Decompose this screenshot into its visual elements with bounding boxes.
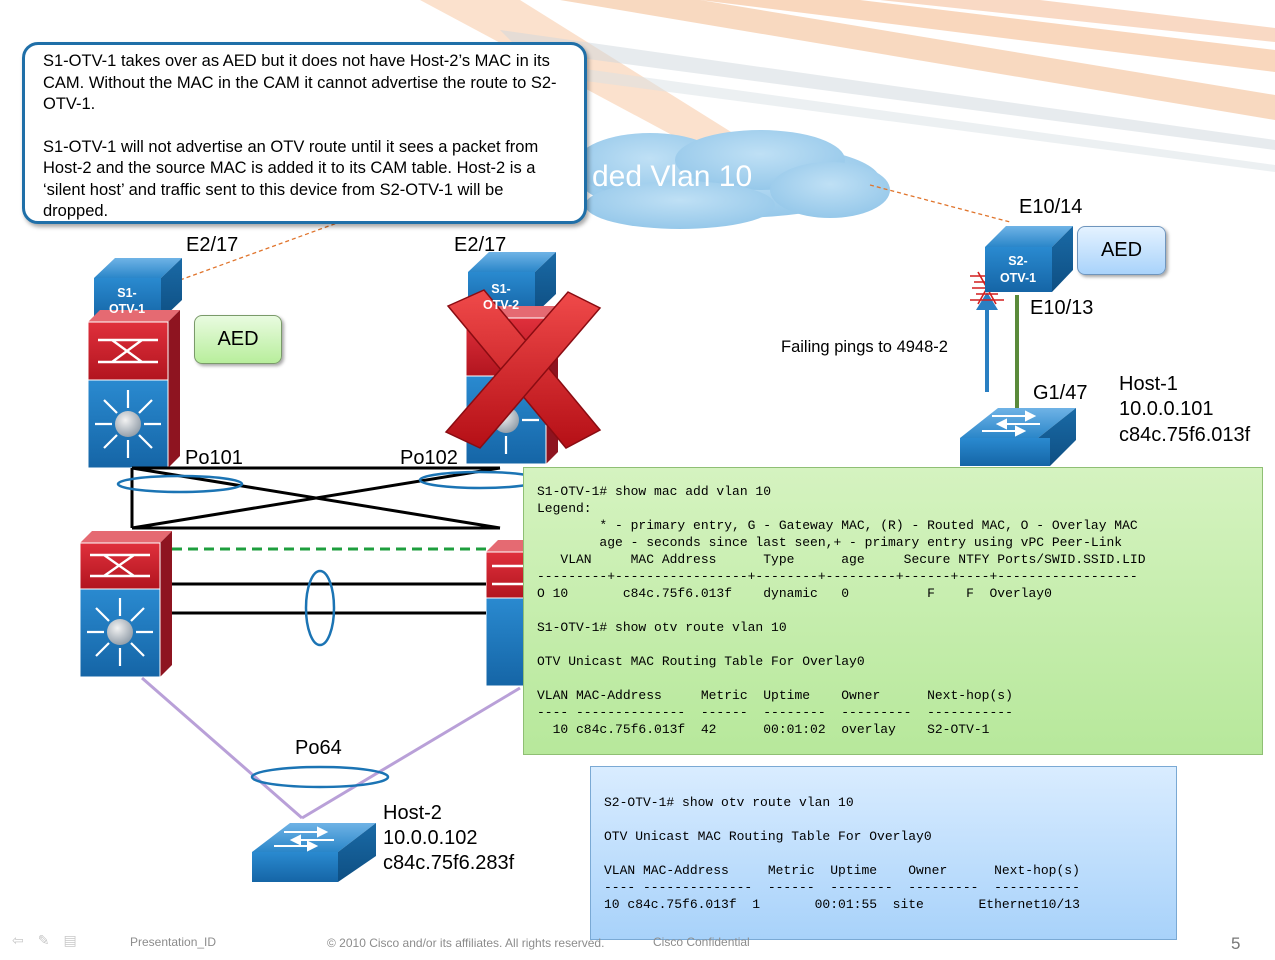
footer-copyright: © 2010 Cisco and/or its affiliates. All … <box>327 936 605 950</box>
vpc-peer-bundle <box>304 569 336 647</box>
interface-label-e10-14: E10/14 <box>1019 196 1083 218</box>
cli-line: S2-OTV-1# show otv route vlan 10 <box>604 795 854 810</box>
s2-otv1-label: S2-OTV-1 <box>1000 254 1036 285</box>
cli-line: ---------+-----------------+--------+---… <box>537 569 1138 584</box>
interface-label-e2-17-left: E2/17 <box>186 234 239 256</box>
port-channel-label-po102: Po102 <box>400 447 458 469</box>
cli-line: 10 c84c.75f6.013f 42 00:01:02 overlay S2… <box>537 722 990 737</box>
cli-line: Legend: <box>537 501 592 516</box>
cli-line: * - primary entry, G - Gateway MAC, (R) … <box>537 518 1138 533</box>
port-channel-label-po101: Po101 <box>185 447 243 469</box>
cli-line <box>537 670 1262 687</box>
cli-line: OTV Unicast MAC Routing Table For Overla… <box>537 654 865 669</box>
pen-icon[interactable]: ✎ <box>37 932 50 948</box>
host2-link-left <box>141 676 303 820</box>
host2-link-right <box>301 686 521 820</box>
host1-mac: c84c.75f6.013f <box>1119 424 1251 446</box>
overlay-cloud <box>575 130 890 229</box>
cli-line: 10 c84c.75f6.013f 1 00:01:55 site Ethern… <box>604 897 1080 912</box>
explanation-callout: S1-OTV-1 takes over as AED but it does n… <box>22 42 587 224</box>
port-channel-label-po64: Po64 <box>295 737 342 759</box>
cli-line: VLAN MAC-Address Metric Uptime Owner Nex… <box>604 863 1080 878</box>
cli-line: ---- -------------- ------ -------- ----… <box>604 880 1080 895</box>
failed-device-x-icon <box>444 289 602 449</box>
access-switch-2-icon <box>485 540 531 687</box>
po64-bundle <box>250 765 390 789</box>
cloud-label: ded Vlan 10 <box>592 160 753 193</box>
failing-ping-arrow <box>976 292 998 392</box>
cli-line: O 10 c84c.75f6.013f dynamic 0 F F Overla… <box>537 586 1052 601</box>
cli-line: S1-OTV-1# show otv route vlan 10 <box>537 620 787 635</box>
callout-paragraph-1: S1-OTV-1 takes over as AED but it does n… <box>43 52 557 113</box>
callout-paragraph-2: S1-OTV-1 will not advertise an OTV route… <box>43 137 539 221</box>
vpc-cross-links <box>130 466 501 530</box>
po101-bundle <box>116 474 244 494</box>
s2-otv1-router-icon <box>985 226 1073 292</box>
access-switch-1-icon <box>79 531 172 678</box>
cli-line: OTV Unicast MAC Routing Table For Overla… <box>604 829 932 844</box>
cli-line: VLAN MAC Address Type age Secure NTFY Po… <box>537 552 1146 567</box>
cli-line <box>537 602 1262 619</box>
cli-line <box>537 636 1262 653</box>
s1-otv2-label: S1-OTV-2 <box>483 282 519 312</box>
interface-label-g1-47: G1/47 <box>1033 382 1088 404</box>
cli-line: age - seconds since last seen,+ - primar… <box>537 535 1123 550</box>
po102-bundle <box>418 470 542 490</box>
cli-line <box>604 811 1176 828</box>
footer-confidential: Cisco Confidential <box>653 935 750 949</box>
s2-otv1-cli-output: S2-OTV-1# show otv route vlan 10 OTV Unic… <box>590 766 1177 940</box>
interface-label-e2-17-right: E2/17 <box>454 234 507 256</box>
footer-presentation-id: Presentation_ID <box>130 935 217 949</box>
back-arrow-icon[interactable]: ⇦ <box>12 932 24 948</box>
cli-line: S1-OTV-1# show mac add vlan 10 <box>537 484 772 499</box>
aggregation-switch-1-icon <box>87 310 180 469</box>
menu-icon[interactable]: ▤ <box>63 932 77 948</box>
host2-switch-icon <box>252 823 376 882</box>
interface-label-e10-13: E10/13 <box>1030 297 1094 319</box>
host1-name: Host-1 <box>1119 373 1178 395</box>
slide-nav-icons: ⇦ ✎ ▤ <box>12 932 77 949</box>
failing-pings-label: Failing pings to 4948-2 <box>781 338 948 356</box>
cli-line: VLAN MAC-Address Metric Uptime Owner Nex… <box>537 688 1013 703</box>
cli-line <box>604 845 1176 862</box>
overlay-link-s1-otv1 <box>179 221 341 281</box>
s1-otv1-cli-output: S1-OTV-1# show mac add vlan 10 Legend: * … <box>523 467 1263 755</box>
overlay-link-s2-otv1 <box>869 184 1011 223</box>
host2-mac: c84c.75f6.283f <box>383 852 515 874</box>
host1-switch-icon <box>960 408 1076 466</box>
host2-name: Host-2 <box>383 802 442 824</box>
header-swoosh-decoration <box>420 0 1275 172</box>
s1-otv1-label: S1-OTV-1 <box>109 286 145 316</box>
cli-line: ---- -------------- ------ -------- ----… <box>537 705 1013 720</box>
page-number: 5 <box>1231 934 1241 953</box>
host2-ip: 10.0.0.102 <box>383 827 478 849</box>
aed-badge-s2-otv1: AED <box>1077 226 1166 275</box>
aed-badge-s1-otv1: AED <box>194 315 282 364</box>
host1-ip: 10.0.0.101 <box>1119 398 1214 420</box>
